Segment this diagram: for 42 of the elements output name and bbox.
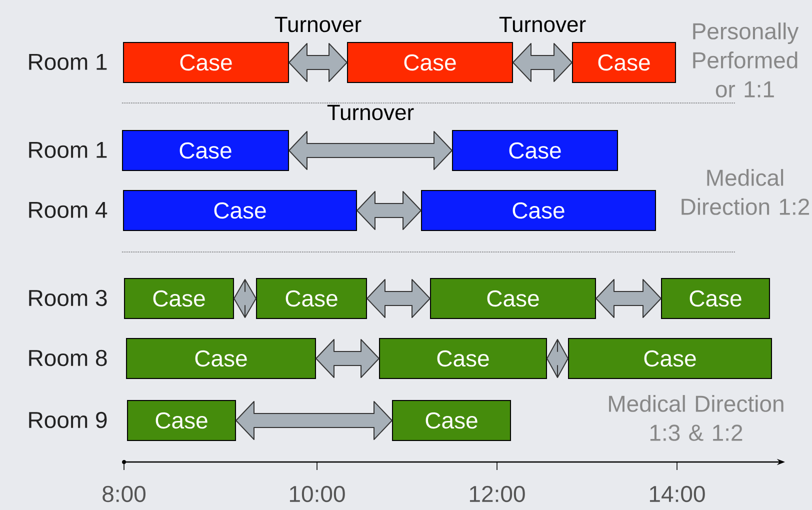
case-bar: Case bbox=[661, 278, 770, 319]
room-label: Room 9 bbox=[29, 412, 107, 428]
turnover-arrow bbox=[316, 339, 380, 378]
case-bar: Case bbox=[568, 338, 772, 379]
time-label: 14:00 bbox=[650, 486, 705, 502]
time-label: 8:00 bbox=[102, 486, 146, 502]
time-label: 12:00 bbox=[470, 486, 525, 502]
turnover-arrow bbox=[288, 43, 348, 82]
case-bar: Case bbox=[430, 278, 596, 319]
case-bar: Case bbox=[122, 130, 289, 171]
group-label: Medical Direction 1:3 & 1:2 bbox=[609, 395, 784, 441]
case-bar: Case bbox=[126, 338, 316, 379]
time-label: 10:00 bbox=[290, 486, 345, 502]
room-label: Room 1 bbox=[29, 54, 107, 70]
group-label: Personally Performed or 1:1 bbox=[693, 22, 799, 98]
turnover-arrow bbox=[596, 279, 662, 318]
case-bar: Case bbox=[421, 190, 656, 231]
edge-label: Turnover bbox=[273, 16, 363, 34]
room-label: Room 3 bbox=[29, 290, 107, 306]
turnover-arrow bbox=[236, 401, 392, 440]
case-bar: Case bbox=[127, 400, 236, 441]
edge-label: Turnover bbox=[498, 16, 588, 34]
turnover-arrow bbox=[512, 43, 572, 82]
case-bar: Case bbox=[572, 42, 676, 83]
room-label: Room 8 bbox=[29, 350, 107, 366]
edge-label: Turnover bbox=[326, 104, 416, 122]
case-bar: Case bbox=[124, 278, 234, 319]
case-bar: Case bbox=[379, 338, 547, 379]
case-bar: Case bbox=[256, 278, 367, 319]
case-bar: Case bbox=[123, 42, 289, 83]
case-bar: Case bbox=[123, 190, 357, 231]
case-bar: Case bbox=[392, 400, 511, 441]
turnover-arrow bbox=[366, 279, 430, 318]
turnover-arrow bbox=[546, 339, 568, 378]
room-label: Room 4 bbox=[29, 202, 108, 218]
room-label: Room 1 bbox=[29, 142, 107, 158]
turnover-arrow bbox=[234, 279, 256, 318]
case-bar: Case bbox=[347, 42, 513, 83]
group-label: Medical Direction 1:2 bbox=[682, 169, 810, 215]
case-bar: Case bbox=[452, 130, 618, 171]
turnover-arrow bbox=[356, 191, 422, 230]
turnover-arrow bbox=[288, 131, 452, 170]
